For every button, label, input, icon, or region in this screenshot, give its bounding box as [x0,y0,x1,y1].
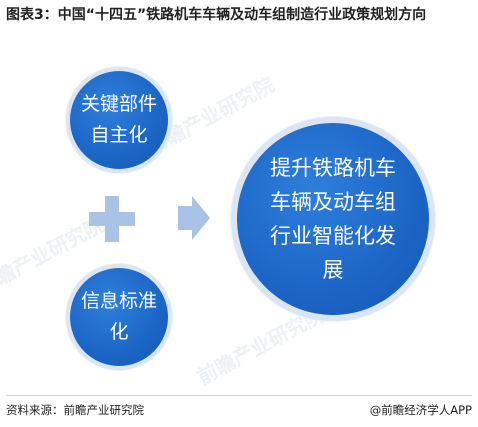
watermark-3: 前瞻产业研究院 [193,302,329,390]
node-goal-label: 提升铁路机车车辆及动车组行业智能化发展 [270,156,396,282]
arrow-right-icon [178,196,210,240]
node-key-components-label: 关键部件自主化 [80,93,157,146]
source-note: 资料来源：前瞻产业研究院 [6,403,144,417]
footer-divider [6,395,472,396]
node-standardization: 信息标准化 [70,268,168,366]
plus-icon [89,196,135,242]
figure-title: 图表3：中国“十四五”铁路机车车辆及动车组制造行业政策规划方向 [6,7,427,23]
node-key-components: 关键部件自主化 [70,71,168,169]
footer: 资料来源：前瞻产业研究院 @前瞻经济学人APP [6,401,472,419]
node-standardization-label: 信息标准化 [80,290,157,343]
node-goal: 提升铁路机车车辆及动车组行业智能化发展 [237,123,429,315]
brand-note: @前瞻经济学人APP [369,403,472,417]
